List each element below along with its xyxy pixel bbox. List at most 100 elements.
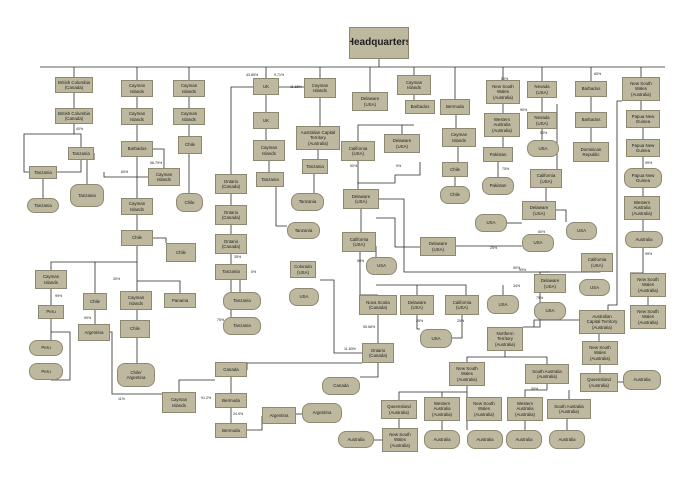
node-south-australia[interactable]: South Australia (Australia) xyxy=(525,364,569,384)
node-tanzania[interactable]: Tanzania xyxy=(223,317,261,335)
node-papua-new-guinea[interactable]: Papua New Guinea xyxy=(626,139,660,157)
node-california[interactable]: California (USA) xyxy=(341,141,375,161)
node-australia[interactable]: Australia xyxy=(506,430,542,449)
node-western-australia[interactable]: Western Australia (Australia) xyxy=(424,397,460,421)
node-tanzania[interactable]: Tanzania xyxy=(287,222,320,239)
node-california[interactable]: California (USA) xyxy=(581,253,613,272)
node-chile[interactable]: Chile xyxy=(166,243,196,262)
node-bermuda[interactable]: Bermuda xyxy=(215,423,247,438)
node-cayman-islands[interactable]: Cayman Islands xyxy=(442,128,476,147)
node-cayman-islands[interactable]: Cayman Islands xyxy=(35,270,67,289)
node-uk[interactable]: UK xyxy=(253,112,279,129)
node-australia[interactable]: Australia xyxy=(338,431,374,448)
node-pakistan[interactable]: Pakistan xyxy=(483,147,513,162)
node-new-south-wales[interactable]: New South Wales (Australia) xyxy=(382,428,418,452)
node-cayman-islands[interactable]: Cayman Islands xyxy=(121,108,153,125)
node-cayman-islands[interactable]: Cayman Islands xyxy=(120,291,152,310)
node-british-columbia[interactable]: British Columbia (Canada) xyxy=(55,77,93,93)
node-new-south-wales[interactable]: New South Wales (Australia) xyxy=(630,305,666,329)
node-barbados[interactable]: Barbados xyxy=(121,141,153,157)
node-nevada[interactable]: Nevada (USA) xyxy=(527,81,557,98)
node-argentina[interactable]: Argentina xyxy=(302,403,342,423)
node-cayman-islands[interactable]: Cayman Islands xyxy=(121,198,153,215)
node-pakistan[interactable]: Pakistan xyxy=(482,177,514,195)
node-usa[interactable]: USA xyxy=(527,140,559,157)
node-new-south-wales[interactable]: New South Wales (Australia) xyxy=(582,341,618,365)
node-new-south-wales[interactable]: New South Wales (Australia) xyxy=(466,397,502,421)
node-dominican-republic[interactable]: Dominican Republic xyxy=(573,142,609,162)
node-chile[interactable]: Chile xyxy=(176,193,203,212)
node-chile[interactable]: Chile xyxy=(121,230,153,246)
node-california[interactable]: California (USA) xyxy=(445,295,479,315)
node-delaware[interactable]: Delaware (USA) xyxy=(522,201,556,220)
node-usa[interactable]: USA xyxy=(487,295,519,314)
node-new-south-wales[interactable]: New South Wales (Australia) xyxy=(486,80,520,104)
node-northern-territory[interactable]: Northern Territory (Australia) xyxy=(487,327,523,351)
node-tanzania[interactable]: Tanzania xyxy=(27,198,59,213)
node-delaware[interactable]: Delaware (USA) xyxy=(343,189,379,209)
node-canada[interactable]: Canada xyxy=(322,377,360,395)
node-canada[interactable]: Canada xyxy=(215,362,247,377)
node-tanzania[interactable]: Tanzania xyxy=(291,193,324,211)
node-usa[interactable]: USA xyxy=(522,234,554,252)
node-australia[interactable]: Australia xyxy=(549,430,585,449)
node-new-south-wales[interactable]: New South Wales (Australia) xyxy=(630,273,666,297)
node-cayman-islands[interactable]: Cayman Islands xyxy=(304,78,336,98)
node-papua-new-guinea[interactable]: Papua New Guinea xyxy=(624,168,662,188)
node-chile[interactable]: Chile xyxy=(440,186,470,204)
node-australia[interactable]: Australia xyxy=(467,430,503,449)
node-peru[interactable]: Peru xyxy=(29,340,63,356)
node-chile-argentina[interactable]: Chile/ Argentina xyxy=(117,363,155,387)
node-panama[interactable]: Panama xyxy=(164,293,196,308)
node-barbados[interactable]: Barbados xyxy=(575,81,607,97)
node-usa[interactable]: USA xyxy=(366,257,397,275)
node-cayman-islands[interactable]: Cayman Islands xyxy=(121,80,153,97)
node-papua-new-guinea[interactable]: Papua New Guinea xyxy=(626,110,660,128)
node-usa[interactable]: USA xyxy=(475,214,507,232)
node-chile[interactable]: Chile xyxy=(120,320,150,338)
node-usa[interactable]: USA xyxy=(566,222,597,240)
node-ontario[interactable]: Ontario (Canada) xyxy=(362,343,394,363)
node-nevada[interactable]: Nevada (USA) xyxy=(527,112,557,129)
node-australia[interactable]: Australia xyxy=(623,370,661,390)
node-usa[interactable]: USA xyxy=(534,302,566,320)
node-colorado[interactable]: Colorado (USA) xyxy=(290,261,316,278)
node-new-south-wales[interactable]: New South Wales (Australia) xyxy=(622,77,660,101)
node-delaware[interactable]: Delaware (USA) xyxy=(400,295,434,315)
node-delaware[interactable]: Delaware (USA) xyxy=(384,134,420,153)
node-australian-capital-territory[interactable]: Australian Capital Territory (Australia) xyxy=(579,310,625,334)
node-delaware[interactable]: Delaware (USA) xyxy=(534,274,566,293)
node-tanzania[interactable]: Tanzania xyxy=(29,166,57,179)
node-ontario[interactable]: Ontario (Canada) xyxy=(215,205,247,225)
node-cayman-islands[interactable]: Cayman Islands xyxy=(162,392,196,413)
node-tanzania[interactable]: Tanzania xyxy=(70,184,104,207)
node-queensland[interactable]: Queensland (Australia) xyxy=(580,373,618,392)
node-cayman-islands[interactable]: Cayman Islands xyxy=(148,168,180,186)
node-bermuda[interactable]: Bermuda xyxy=(215,393,247,408)
node-new-south-wales[interactable]: New South Wales (Australia) xyxy=(449,362,485,386)
node-delaware[interactable]: Delaware (USA) xyxy=(420,237,456,256)
node-headquarters[interactable]: Headquarters xyxy=(349,27,409,59)
node-delaware[interactable]: Delaware (USA) xyxy=(352,92,388,111)
node-australia[interactable]: Australia xyxy=(424,430,460,449)
node-usa[interactable]: USA xyxy=(579,279,610,296)
node-tanzania[interactable]: Tanzania xyxy=(223,292,261,310)
node-cayman-islands[interactable]: Cayman Islands xyxy=(397,75,431,95)
node-tanzania[interactable]: Tanzania xyxy=(256,172,284,187)
node-western-australia[interactable]: Western Australia (Australia) xyxy=(624,196,660,220)
node-ontario[interactable]: Ontario (Canada) xyxy=(215,174,247,194)
node-british-columbia[interactable]: British Columbia (Canada) xyxy=(55,108,93,124)
node-bermuda[interactable]: Bermuda xyxy=(440,99,470,115)
node-queensland[interactable]: Queensland (Australia) xyxy=(381,400,417,419)
node-tanzania[interactable]: Tanzania xyxy=(302,159,328,174)
node-california[interactable]: California (USA) xyxy=(342,232,376,252)
node-california[interactable]: California (USA) xyxy=(530,169,562,188)
node-barbados[interactable]: Barbados xyxy=(405,100,435,114)
node-western-australia[interactable]: Western Australia (Australia) xyxy=(507,397,543,421)
node-australian-capital-territory[interactable]: Australian Capital Territory (Australia) xyxy=(296,126,340,150)
node-uk[interactable]: UK xyxy=(253,78,279,95)
node-cayman-islands[interactable]: Cayman Islands xyxy=(173,80,205,97)
node-ontario[interactable]: Ontario (Canada) xyxy=(215,234,247,254)
node-chile[interactable]: Chile xyxy=(83,293,107,310)
node-south-australia[interactable]: South Australia (Australia) xyxy=(547,399,591,419)
